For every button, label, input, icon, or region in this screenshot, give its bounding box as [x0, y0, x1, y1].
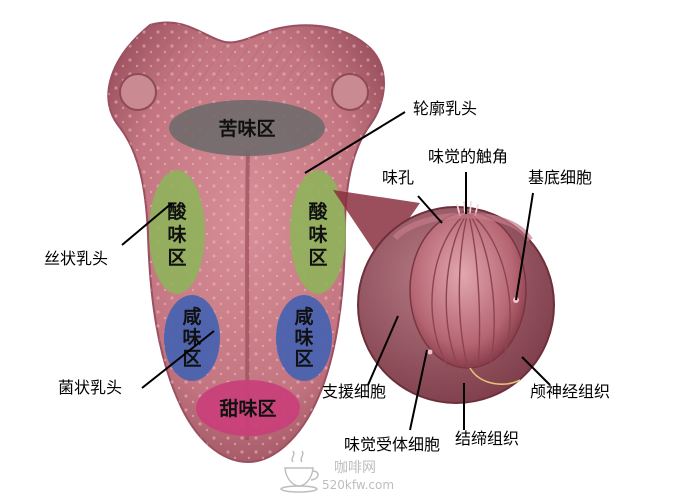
zoom-connector — [333, 190, 420, 260]
sour-zone-left-label-1: 酸 — [167, 200, 187, 223]
label-basal-cell: 基底细胞 — [528, 168, 592, 187]
taste-bud-magnified — [357, 200, 555, 404]
taste-zones: 苦味区 酸 味 区 酸 味 区 咸 味 区 咸 味 区 甜味区 — [149, 100, 346, 436]
sour-zone-right-label-3: 区 — [308, 247, 327, 269]
cell-line-2 — [445, 211, 469, 367]
sour-zone-right-label-1: 酸 — [308, 200, 328, 223]
label-supporting-cell: 支援细胞 — [322, 382, 386, 401]
cell-line-4 — [467, 211, 481, 367]
label-taste-hair: 味觉的触角 — [428, 147, 508, 166]
label-circumvallate-papilla: 轮廓乳头 — [413, 99, 477, 118]
sour-zone-left — [149, 170, 205, 294]
bitter-zone-label: 苦味区 — [218, 117, 275, 140]
leader-taste-pore — [417, 195, 443, 224]
taste-hair-3 — [469, 200, 472, 215]
support-cell-dot — [427, 349, 433, 355]
leader-lines — [121, 111, 551, 431]
leader-basal-cell — [515, 192, 534, 301]
taste-hair-2 — [463, 200, 466, 215]
sweet-zone-label: 甜味区 — [219, 397, 276, 420]
leader-receptor-cell — [409, 349, 428, 431]
tonsil-right — [331, 73, 369, 111]
tongue-root-ridges — [149, 31, 354, 85]
salty-zone-right-label-3: 区 — [294, 348, 313, 370]
sour-zone-right-label-2: 味 — [308, 224, 327, 246]
salty-zone-right-label-1: 咸 — [294, 305, 313, 328]
cell-line-6 — [467, 211, 511, 361]
label-filiform-papilla: 丝状乳头 — [44, 249, 108, 268]
watermark-site-name: 咖啡网 — [334, 460, 376, 476]
label-cranial-nerve: 颅神经组织 — [530, 382, 610, 401]
sweet-zone — [196, 380, 300, 436]
coffee-cup-icon — [280, 450, 319, 493]
watermark-url: 520kfw.com — [322, 478, 394, 492]
sour-zone-left-label-3: 区 — [167, 247, 186, 269]
watermark: 咖啡网 520kfw.com — [280, 450, 394, 493]
leader-fungiform — [141, 330, 215, 389]
salty-zone-left-label-1: 咸 — [182, 305, 201, 328]
label-connective-tissue: 结缔组织 — [455, 429, 519, 448]
leader-cranial-nerve — [521, 356, 551, 386]
nerve-fiber — [469, 367, 521, 386]
label-taste-pore: 味孔 — [382, 168, 414, 187]
bitter-zone — [169, 100, 325, 156]
salty-zone-left-label-3: 区 — [182, 348, 201, 370]
leader-filiform — [121, 202, 173, 246]
salty-zone-right-label-2: 味 — [294, 327, 313, 349]
cell-line-5 — [467, 211, 495, 365]
leader-circumvallate — [304, 111, 406, 174]
labels: 轮廓乳头 丝状乳头 菌状乳头 味孔 味觉的触角 基底细胞 支援细胞 味觉受体细胞… — [44, 99, 610, 454]
cell-line-3 — [458, 211, 469, 369]
tonsil-left — [119, 73, 157, 111]
sour-zone-left-label-2: 味 — [167, 224, 186, 246]
cell-line-1 — [431, 211, 469, 367]
taste-bud-cells — [431, 211, 511, 369]
label-receptor-cell: 味觉受体细胞 — [344, 435, 440, 454]
label-fungiform-papilla: 菌状乳头 — [58, 378, 122, 397]
sour-zone-right — [290, 170, 346, 294]
salty-zone-right — [276, 295, 332, 381]
taste-bud-top-surface — [392, 212, 533, 242]
leader-supporting-cell — [367, 315, 399, 386]
salty-zone-left-label-2: 味 — [182, 327, 201, 349]
